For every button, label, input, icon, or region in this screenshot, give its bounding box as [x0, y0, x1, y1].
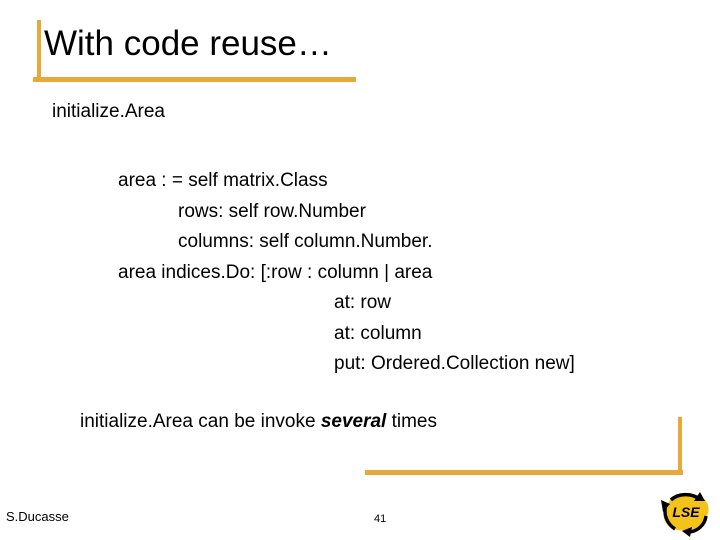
code-line: area indices.Do: [:row : column | area: [118, 261, 433, 283]
code-line: rows: self row.Number: [178, 200, 366, 222]
footer-author: S.Ducasse: [6, 509, 69, 524]
caption-emphasis: several: [320, 411, 387, 432]
lse-recycle-logo: LSE: [658, 487, 714, 537]
code-line: columns: self column.Number.: [178, 231, 433, 252]
code-line: at: column: [334, 322, 422, 344]
footer-accent-horizontal-rule: [365, 470, 683, 475]
logo-wordmark: LSE: [672, 504, 700, 520]
code-line: area : = self matrix.Class: [118, 170, 328, 191]
method-name-label: initialize.Area: [52, 101, 165, 122]
footer-accent-vertical-rule: [678, 417, 682, 474]
recycle-arrowheads-icon: [661, 492, 705, 537]
caption-text: initialize.Area can be invoke several ti…: [80, 409, 437, 435]
footer-page-number: 41: [374, 513, 387, 525]
caption-after: times: [386, 411, 438, 432]
slide-title: With code reuse…: [44, 24, 332, 63]
caption-before: initialize.Area can be invoke: [80, 411, 321, 432]
title-accent-horizontal-rule: [33, 77, 356, 82]
code-line: at: row: [334, 292, 392, 313]
code-line: put: Ordered.Collection new]: [334, 353, 575, 374]
title-accent-vertical-rule: [37, 20, 41, 80]
code-block: area : = self matrix.Class rows: self row…: [0, 166, 720, 380]
